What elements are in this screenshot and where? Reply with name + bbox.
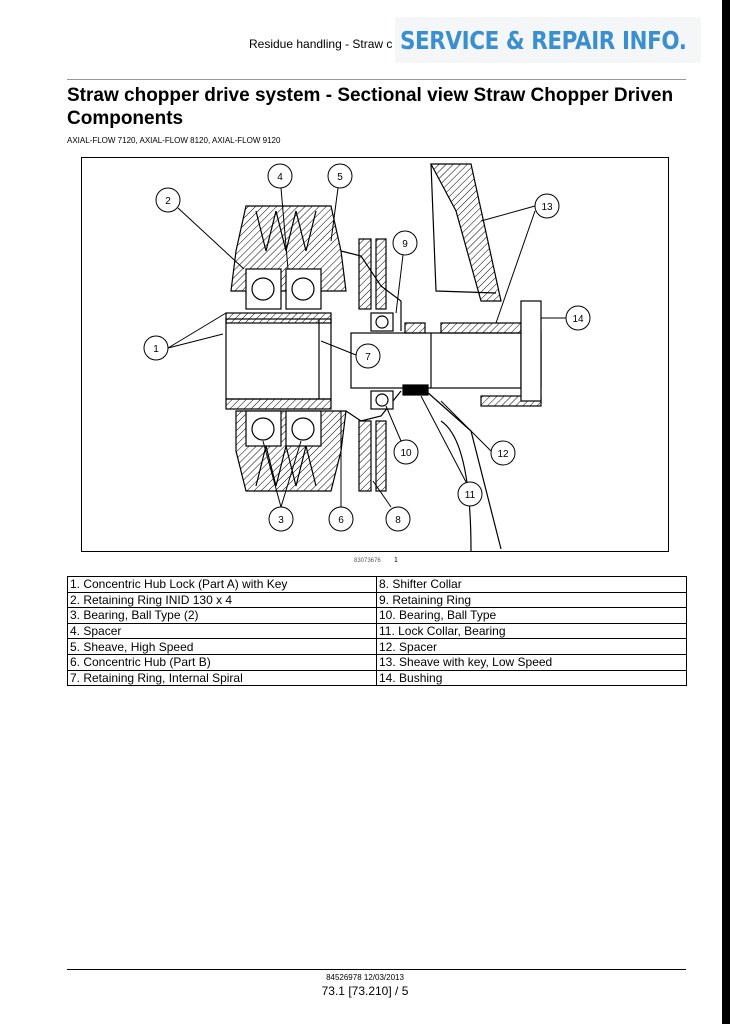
svg-text:1: 1	[153, 344, 159, 355]
table-row: 1. Concentric Hub Lock (Part A) with Key…	[67, 576, 687, 593]
callout-14: 14	[565, 305, 591, 331]
legend-cell: 9. Retaining Ring	[376, 591, 687, 609]
callout-3: 3	[268, 506, 294, 532]
callout-12: 12	[490, 440, 516, 466]
callout-10: 10	[393, 439, 419, 465]
svg-text:2: 2	[165, 196, 171, 207]
svg-text:10: 10	[400, 448, 412, 459]
footer-divider	[67, 969, 686, 970]
callout-9: 9	[392, 230, 418, 256]
callout-6: 6	[328, 506, 354, 532]
legend-cell: 1. Concentric Hub Lock (Part A) with Key	[67, 576, 377, 593]
doc-number: 84526978 12/03/2013	[326, 973, 404, 982]
callout-11: 11	[457, 481, 483, 507]
svg-text:14: 14	[572, 314, 584, 325]
callout-1: 1	[143, 335, 169, 361]
svg-text:13: 13	[541, 202, 553, 213]
legend-cell: 2. Retaining Ring INID 130 x 4	[67, 591, 377, 609]
legend-cell: 10. Bearing, Ball Type	[376, 607, 687, 624]
callout-7: 7	[355, 343, 381, 369]
legend-cell: 5. Sheave, High Speed	[67, 638, 377, 655]
table-row: 3. Bearing, Ball Type (2)10. Bearing, Ba…	[67, 607, 687, 624]
models-text: AXIAL-FLOW 7120, AXIAL-FLOW 8120, AXIAL-…	[67, 136, 281, 145]
legend-cell: 6. Concentric Hub (Part B)	[67, 653, 377, 671]
page-number: 73.1 [73.210] / 5	[321, 984, 409, 998]
watermark-logo: SERVICE & REPAIR INFO.	[395, 17, 701, 63]
callout-4: 4	[267, 163, 293, 189]
legend-cell: 12. Spacer	[376, 638, 687, 655]
divider	[67, 79, 686, 80]
callout-8: 8	[385, 506, 411, 532]
svg-text:4: 4	[277, 172, 283, 183]
legend-cell: 8. Shifter Collar	[376, 576, 687, 593]
svg-text:7: 7	[365, 352, 371, 363]
callout-13: 13	[534, 193, 560, 219]
page-title: Straw chopper drive system - Sectional v…	[67, 85, 674, 129]
legend-cell: 4. Spacer	[67, 622, 377, 640]
logo-text: SERVICE & REPAIR INFO.	[400, 25, 687, 55]
legend-cell: 11. Lock Collar, Bearing	[376, 622, 687, 640]
svg-text:9: 9	[402, 239, 408, 250]
section-header: Residue handling - Straw c	[249, 37, 393, 51]
window-edge	[722, 0, 730, 1024]
table-row: 6. Concentric Hub (Part B)13. Sheave wit…	[67, 653, 687, 671]
legend-cell: 7. Retaining Ring, Internal Spiral	[67, 669, 377, 687]
callout-2: 2	[155, 187, 181, 213]
figure-id: 83073676	[354, 558, 381, 564]
callout-5: 5	[327, 163, 353, 189]
legend-cell: 3. Bearing, Ball Type (2)	[67, 607, 377, 624]
svg-text:12: 12	[497, 449, 509, 460]
legend-cell: 14. Bushing	[376, 669, 687, 687]
parts-legend-table: 1. Concentric Hub Lock (Part A) with Key…	[67, 576, 687, 687]
svg-text:11: 11	[465, 490, 476, 501]
legend-cell: 13. Sheave with key, Low Speed	[376, 653, 687, 671]
svg-text:5: 5	[337, 172, 343, 183]
svg-text:3: 3	[278, 515, 284, 526]
sectional-diagram: 1 2 3 4 5 6 7 8 9 10 11 12 13 14	[143, 163, 591, 552]
svg-text:6: 6	[338, 515, 344, 526]
figure-number: 1	[394, 557, 398, 564]
sectional-view-figure: 1 2 3 4 5 6 7 8 9 10 11 12 13 14	[81, 157, 669, 552]
svg-text:8: 8	[395, 515, 401, 526]
